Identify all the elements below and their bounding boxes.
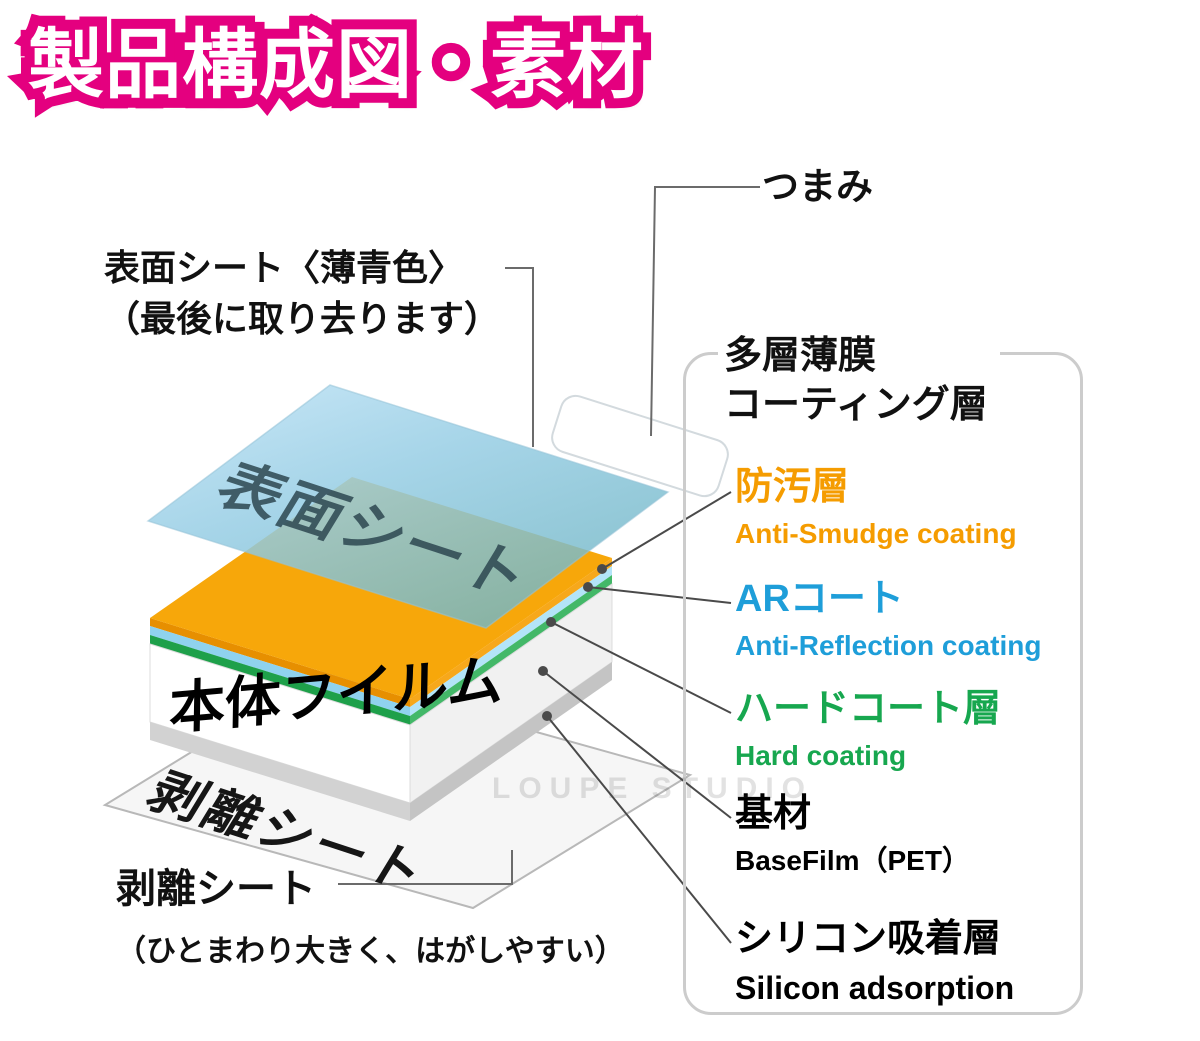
surface-sheet-shape [146,384,670,629]
coating-group-label: 多層薄膜 コーティング層 [718,330,1000,433]
leader-dot-silicon [542,711,552,721]
tab-label: つまみ [762,166,873,207]
hard-layer-edge-left [150,635,410,725]
layer-label-anti-smudge: 防汚層 Anti-Smudge coating [735,466,1017,552]
surface-sheet-label: 表面シート〈薄青色〉 （最後に取り去ります） [104,242,500,344]
smudge-layer-edge-right [410,558,612,707]
leader-line-ar [587,586,732,604]
ar-layer-edge-right [410,566,612,716]
release-sheet-label: 剥離シート （ひとまわり大きく、はがしやすい） [116,856,625,970]
leader-line-smudge [601,491,732,570]
release-sheet-label-line2: （ひとまわり大きく、はがしやすい） [116,935,625,968]
layer-hard-coat-en: Hard coating [735,739,907,771]
coating-group-label-line1: 多層薄膜 [724,335,877,377]
layer-label-ar-coat: ARコート Anti-Reflection coating [735,578,1041,664]
layer-ar-coat-jp: ARコート [735,578,904,620]
leader-line-silicon [546,715,732,944]
coating-group-label-line2: コーティング層 [724,384,988,427]
layer-silicon-en: Silicon adsorption [735,969,1015,1006]
coating-group-bracket [683,352,1083,1015]
layer-anti-smudge-en: Anti-Smudge coating [735,517,1017,549]
layer-label-base-film: 基材 BaseFilm（PET） [735,793,970,879]
leader-dot-hard [546,617,556,627]
layer-hard-coat-jp: ハードコート層 [735,688,1002,730]
page-title: 製品構成図・素材 製品構成図・素材 [18,14,653,117]
leader-line-hard [550,621,732,714]
surface-sheet-label-line2: （最後に取り去ります） [104,298,501,340]
leader-line-base [542,670,732,819]
page-title-outline: 製品構成図・素材 [18,14,653,117]
layer-base-film-en: BaseFilm（PET） [735,844,970,876]
leader-dot-smudge [597,564,607,574]
leader-line-tab [650,186,760,437]
layer-base-film-jp: 基材 [735,793,812,835]
hard-layer-edge-right [410,575,612,725]
surface-sheet-label-line1: 表面シート〈薄青色〉 [104,247,465,288]
layer-anti-smudge-jp: 防汚層 [735,466,850,508]
smudge-layer-edge-left [150,618,410,707]
release-sheet-label-line1: 剥離シート [116,867,316,911]
ar-layer-edge-left [150,626,410,716]
layer-ar-coat-en: Anti-Reflection coating [735,629,1042,661]
layer-label-hard-coat: ハードコート層 Hard coating [735,688,1001,774]
page-title-text: 製品構成図・素材 [28,23,644,108]
leader-line-release-sheet [338,850,513,885]
watermark-text: LOUPE STUDIO [492,772,814,805]
layer-silicon-jp: シリコン吸着層 [735,918,1002,960]
leader-dot-ar [583,582,593,592]
leader-line-surface-sheet [505,267,534,447]
silicon-layer-edge-right [410,662,612,821]
layer-label-silicon: シリコン吸着層 Silicon adsorption [735,918,1014,1009]
leader-dot-base [538,666,548,676]
silicon-layer-edge-left [150,722,410,821]
